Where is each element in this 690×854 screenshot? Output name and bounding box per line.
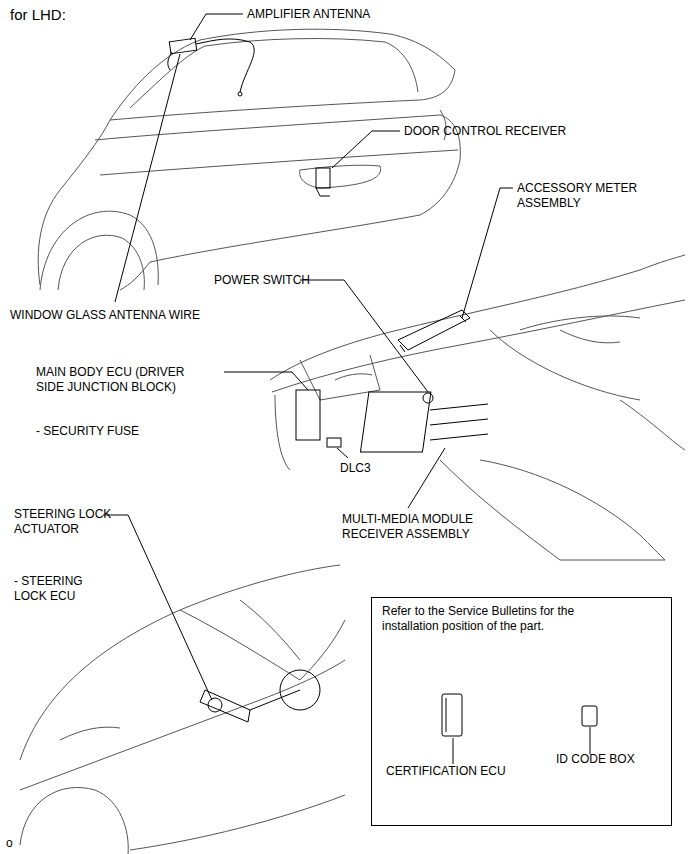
part-label: STEERING LOCK ACTUATOR [14, 507, 129, 537]
part-label: WINDOW GLASS ANTENNA WIRE [10, 308, 250, 323]
main-body-ecu [296, 390, 341, 447]
meter-and-console [360, 310, 488, 452]
page-mark: o [6, 836, 36, 851]
part-label: - STEERING LOCK ECU [14, 574, 100, 604]
part-label: DOOR CONTROL RECEIVER [404, 124, 604, 139]
note-box: Refer to the Service Bulletins for the i… [371, 597, 672, 826]
part-label: - SECURITY FUSE [36, 424, 186, 439]
front-car-outline [20, 565, 345, 854]
rear-car-outline [38, 29, 460, 290]
part-label: AMPLIFIER ANTENNA [247, 7, 427, 22]
part-label: ID CODE BOX [556, 752, 666, 767]
part-label: MAIN BODY ECU (DRIVER SIDE JUNCTION BLOC… [36, 365, 206, 395]
antenna-parts [168, 38, 254, 96]
part-label: ACCESSORY METER ASSEMBLY [517, 181, 647, 211]
diagram-title: for LHD: [10, 6, 66, 24]
note-text: Refer to the Service Bulletins for the i… [382, 604, 627, 634]
part-label: MULTI-MEDIA MODULE RECEIVER ASSEMBLY [342, 512, 494, 542]
part-label: POWER SWITCH [214, 273, 334, 288]
dashboard-outline [270, 255, 685, 560]
part-label: CERTIFICATION ECU [386, 764, 536, 779]
steering-lock [200, 670, 320, 722]
door-control-receiver [316, 168, 330, 196]
part-label: DLC3 [340, 461, 400, 476]
